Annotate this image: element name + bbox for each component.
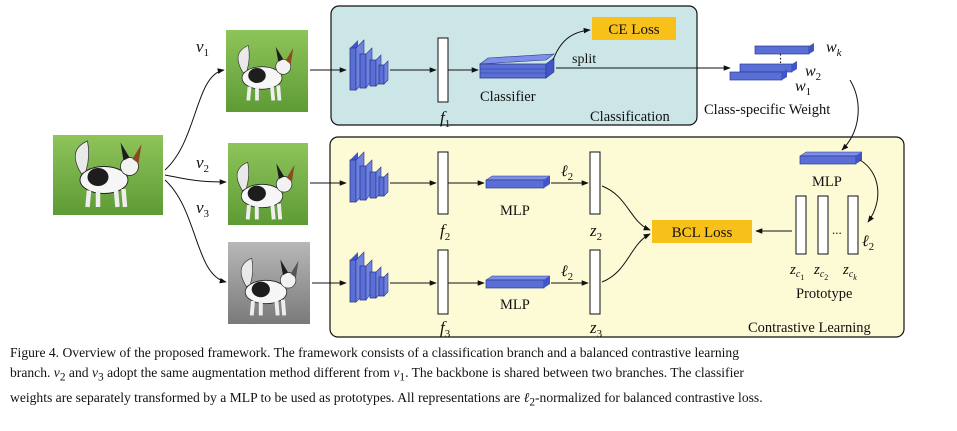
view-image-3 xyxy=(228,242,310,324)
label-v3: v3 xyxy=(196,198,210,220)
split-label: split xyxy=(572,52,596,67)
label-z3: z3 xyxy=(589,318,603,340)
classifier-weights xyxy=(479,53,555,79)
arrow-to-v1 xyxy=(164,68,225,171)
classification-label: Classification xyxy=(590,109,670,125)
weights-dots: ⋮ xyxy=(775,53,786,65)
vector-z2 xyxy=(589,151,601,215)
prototype-zc1 xyxy=(795,195,807,255)
caption-row-2: branch. v2 and v3 adopt the same augment… xyxy=(10,364,744,384)
feature-f2 xyxy=(437,151,449,215)
classifier-label: Classifier xyxy=(480,89,536,105)
label-zc1: zc1 xyxy=(789,262,804,282)
label-v1: v1 xyxy=(196,37,209,59)
prototype-label: Prototype xyxy=(796,286,852,302)
feature-f3 xyxy=(437,249,449,315)
arrow-to-v3 xyxy=(164,179,227,284)
contrastive-branch-box xyxy=(329,136,905,338)
view-image-2 xyxy=(228,143,308,225)
arrow-to-v2 xyxy=(164,174,227,185)
input-image xyxy=(53,135,163,215)
label-l2-prototype: ℓ2 xyxy=(862,233,874,253)
prototype-zc2 xyxy=(817,195,829,255)
caption-row-1: Figure 4. Overview of the proposed frame… xyxy=(10,345,740,360)
ce-loss-label: CE Loss xyxy=(608,22,659,38)
label-w1: w1 xyxy=(795,78,811,98)
ce-loss-box xyxy=(592,17,676,40)
prototype-mlp-block xyxy=(799,151,863,165)
prototype-mlp-label: MLP xyxy=(812,174,842,190)
bcl-loss-box xyxy=(652,220,752,243)
label-w2: w2 xyxy=(805,63,821,83)
label-wk: wk xyxy=(826,39,843,59)
label-l2-v2: ℓ2 xyxy=(561,163,573,183)
contrastive-learning-label: Contrastive Learning xyxy=(748,320,871,336)
label-v2: v2 xyxy=(196,153,209,175)
bcl-loss-label: BCL Loss xyxy=(672,225,733,241)
label-zck: zck xyxy=(842,262,857,282)
mlp-label-v3: MLP xyxy=(500,297,530,313)
mlp-block-v2 xyxy=(485,175,551,189)
label-l2-v3: ℓ2 xyxy=(561,263,573,283)
feature-f1 xyxy=(437,37,449,103)
framework-diagram: v1 v2 v3 f1 f2 f3 Classifier Classificat… xyxy=(53,5,905,340)
figure-caption: Figure 4. Overview of the proposed frame… xyxy=(10,343,948,413)
prototype-zck xyxy=(847,195,859,255)
label-f1: f1 xyxy=(440,108,450,130)
label-f3: f3 xyxy=(440,318,451,340)
view-image-1 xyxy=(226,30,308,112)
label-f2: f2 xyxy=(440,221,450,243)
vector-z3 xyxy=(589,249,601,315)
caption-row-3: weights are separately transformed by a … xyxy=(10,389,763,409)
label-z2: z2 xyxy=(589,221,602,243)
class-specific-weight-stack xyxy=(729,43,814,81)
mlp-block-v3 xyxy=(485,275,551,289)
prototype-dots: ... xyxy=(832,222,842,237)
mlp-label-v2: MLP xyxy=(500,203,530,219)
label-zc2: zc2 xyxy=(813,262,828,282)
class-specific-weight-label: Class-specific Weight xyxy=(704,102,830,118)
